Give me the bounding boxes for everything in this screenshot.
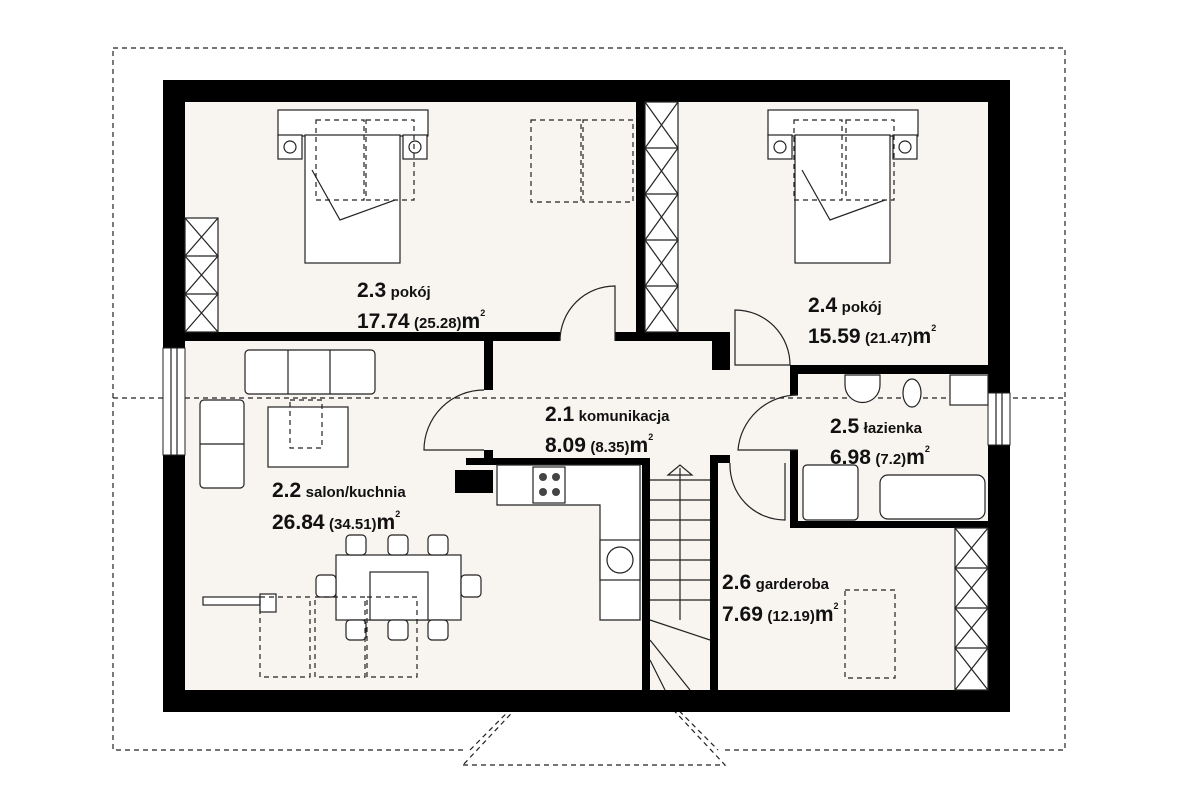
svg-text:26.84 (34.51)m2: 26.84 (34.51)m2 <box>272 509 400 534</box>
bed-room-2-4 <box>767 109 919 264</box>
svg-text:7.69 (12.19)m2: 7.69 (12.19)m2 <box>722 601 839 626</box>
interior-walls <box>185 102 988 690</box>
shower-tray <box>802 464 859 521</box>
coffee-table-outline <box>289 399 323 449</box>
room-label-2-5: 2.5 łazienka 6.98 (7.2)m2 <box>830 415 930 469</box>
bed-room-2-3 <box>277 109 429 264</box>
shaft-hatch-left <box>184 217 219 333</box>
svg-text:6.98 (7.2)m2: 6.98 (7.2)m2 <box>830 444 930 469</box>
staircase <box>649 464 711 691</box>
svg-text:2.5 łazienka: 2.5 łazienka <box>830 415 923 438</box>
furniture-outline <box>366 596 418 678</box>
svg-text:2.6 garderoba: 2.6 garderoba <box>722 571 830 594</box>
svg-text:2.2 salon/kuchnia: 2.2 salon/kuchnia <box>272 479 406 502</box>
tv-stand <box>202 596 261 606</box>
cabinet <box>949 374 989 406</box>
window-right <box>987 392 1011 446</box>
toilet <box>902 378 922 408</box>
doors <box>423 285 799 521</box>
wardrobe-outline <box>582 119 634 203</box>
dining-table <box>315 534 482 641</box>
shaft-hatch-center <box>644 101 679 333</box>
room-label-2-2: 2.2 salon/kuchnia 26.84 (34.51)m2 <box>272 479 406 534</box>
bathroom-fixtures <box>802 374 989 521</box>
bathtub <box>879 474 986 520</box>
svg-text:2.3 pokój: 2.3 pokój <box>357 279 431 302</box>
kitchen-counter <box>496 464 641 621</box>
wardrobe-outline <box>530 119 582 203</box>
svg-text:2.4 pokój: 2.4 pokój <box>808 294 882 317</box>
svg-text:8.09 (8.35)m2: 8.09 (8.35)m2 <box>545 432 653 457</box>
furniture-outline <box>844 589 896 679</box>
furniture-outline <box>314 596 366 678</box>
shaft-hatch-right <box>954 527 989 691</box>
room-label-2-6: 2.6 garderoba 7.69 (12.19)m2 <box>722 571 839 626</box>
svg-text:2.1 komunikacja: 2.1 komunikacja <box>545 403 670 426</box>
svg-text:15.59 (21.47)m2: 15.59 (21.47)m2 <box>808 323 936 348</box>
armchair-sofa-left <box>199 399 245 489</box>
furniture-outline <box>259 596 311 678</box>
sink <box>844 374 881 404</box>
room-label-2-3: 2.3 pokój 17.74 (25.28)m2 <box>357 279 485 333</box>
room-label-2-1: 2.1 komunikacja 8.09 (8.35)m2 <box>545 403 670 457</box>
sofa <box>244 349 376 395</box>
window-left <box>162 347 186 456</box>
coffee-table <box>267 406 349 468</box>
svg-text:17.74 (25.28)m2: 17.74 (25.28)m2 <box>357 308 485 333</box>
room-label-2-4: 2.4 pokój 15.59 (21.47)m2 <box>808 294 936 348</box>
chimney <box>455 470 493 493</box>
